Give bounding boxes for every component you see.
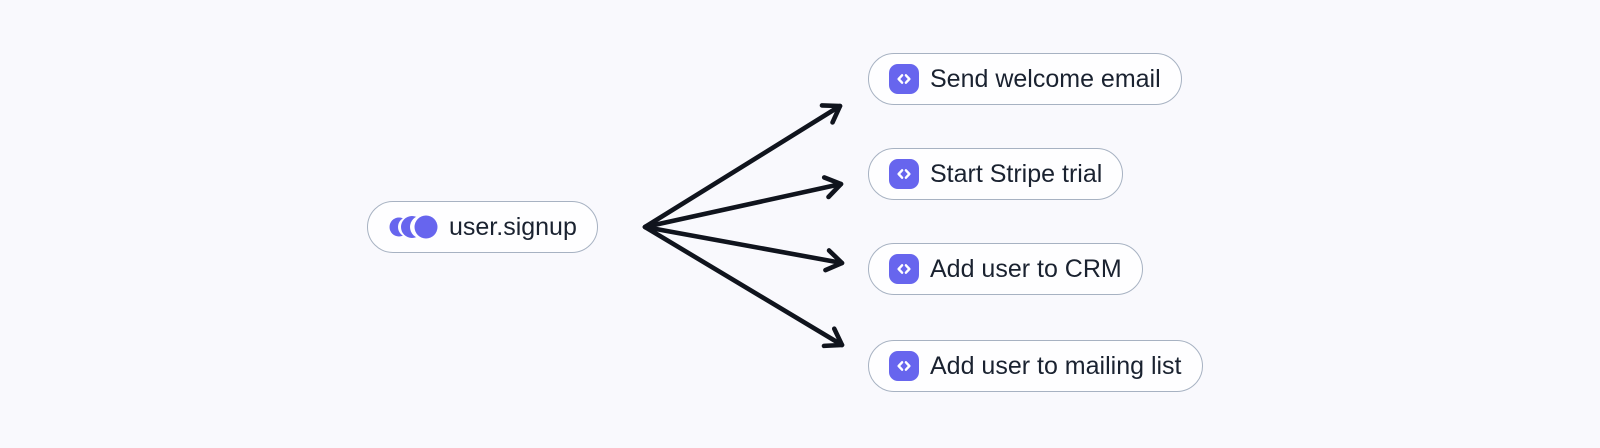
event-node-user-signup[interactable]: user.signup xyxy=(367,201,598,253)
job-node-add-user-to-mailing-list[interactable]: Add user to mailing list xyxy=(868,340,1203,392)
job-node-label: Add user to CRM xyxy=(930,254,1122,283)
code-icon xyxy=(889,159,919,189)
edge-arrow xyxy=(642,103,843,230)
job-node-label: Start Stripe trial xyxy=(930,159,1103,188)
event-pulse-icon xyxy=(388,214,438,240)
edge-arrow xyxy=(642,175,844,230)
job-node-send-welcome-email[interactable]: Send welcome email xyxy=(868,53,1182,105)
job-node-label: Add user to mailing list xyxy=(930,351,1182,380)
code-icon xyxy=(889,64,919,94)
event-node-label: user.signup xyxy=(449,212,577,241)
edge-arrow xyxy=(642,224,845,273)
job-node-start-stripe-trial[interactable]: Start Stripe trial xyxy=(868,148,1124,200)
job-node-add-user-to-crm[interactable]: Add user to CRM xyxy=(868,243,1143,295)
edge-arrow xyxy=(642,224,845,349)
job-node-label: Send welcome email xyxy=(930,64,1161,93)
code-icon xyxy=(889,351,919,381)
code-icon xyxy=(889,254,919,284)
